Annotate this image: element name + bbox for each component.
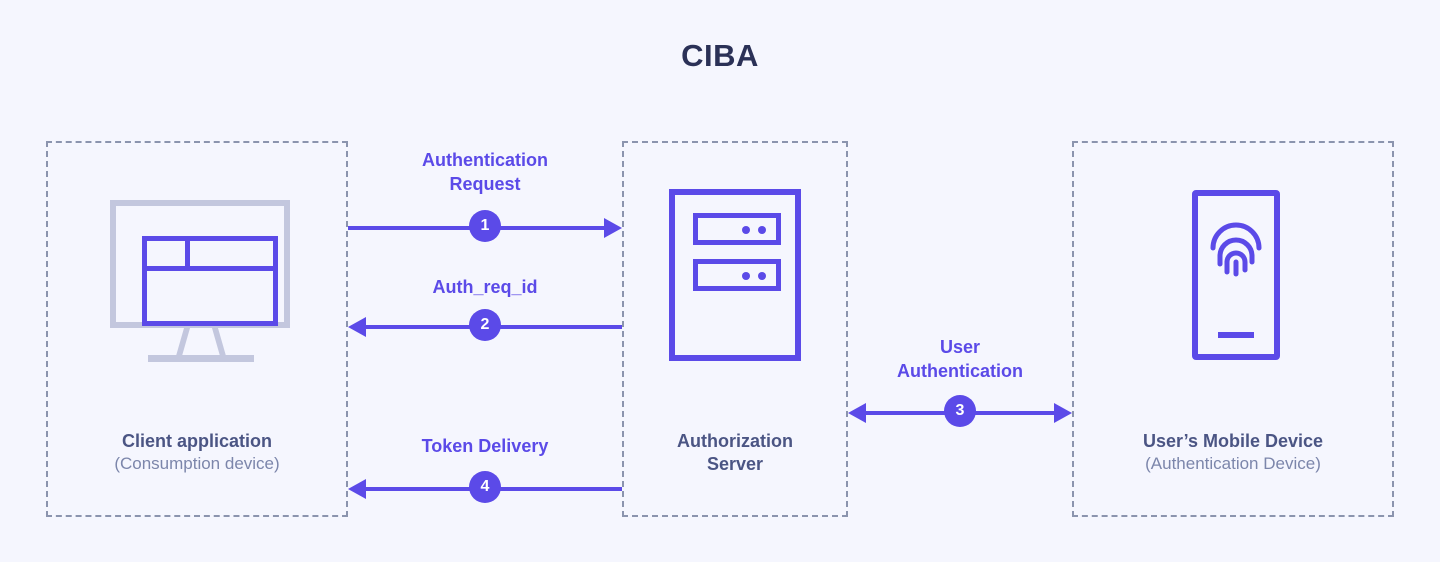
flow-label-token-delivery: Token Delivery: [421, 436, 549, 456]
monitor-screen: [142, 236, 278, 326]
server-led-icon: [758, 272, 766, 280]
page-title: CIBA: [681, 38, 759, 73]
arrowhead-right-icon: [1054, 403, 1072, 423]
step-badge-3: 3: [944, 395, 976, 427]
server-icon: [669, 189, 801, 361]
flow-label-authentication-request: Authentication Request: [422, 150, 548, 195]
fingerprint-icon: [1210, 222, 1262, 277]
arrowhead-right-icon: [604, 218, 622, 238]
zone-mobile-caption-sub: (Authentication Device): [1145, 454, 1321, 474]
arrowhead-left-icon: [348, 317, 366, 337]
server-bay-bottom: [693, 259, 781, 291]
zone-server-caption: Authorization Server: [622, 430, 848, 476]
zone-server-caption-sub: Server: [706, 454, 764, 475]
zone-user-mobile-device: [1072, 141, 1394, 517]
monitor-base: [148, 355, 254, 362]
monitor-frame: [110, 200, 290, 328]
zone-authorization-server: [622, 141, 848, 517]
mobile-home-bar: [1218, 332, 1254, 338]
monitor-screen-divider-vertical: [185, 241, 190, 266]
zone-mobile-caption: User’s Mobile Device (Authentication Dev…: [1072, 430, 1394, 475]
step-badge-2: 2: [469, 309, 501, 341]
server-led-icon: [758, 226, 766, 234]
server-bay-top: [693, 213, 781, 245]
flow-label-auth-req-id: Auth_req_id: [432, 277, 538, 297]
zone-client-caption-sub: (Consumption device): [114, 454, 280, 474]
step-badge-1: 1: [469, 210, 501, 242]
server-led-icon: [742, 272, 750, 280]
mobile-phone-icon: [1192, 190, 1280, 360]
step-badge-4: 4: [469, 471, 501, 503]
flow-label-user-authentication: User Authentication: [897, 337, 1023, 382]
zone-client-application: [46, 141, 348, 517]
arrowhead-left-icon: [348, 479, 366, 499]
monitor-screen-divider-horizontal: [147, 266, 273, 271]
zone-server-caption-main: Authorization: [677, 431, 793, 451]
arrowhead-left-icon: [848, 403, 866, 423]
zone-client-caption: Client application (Consumption device): [46, 430, 348, 475]
zone-client-caption-main: Client application: [121, 431, 272, 451]
zone-mobile-caption-main: User’s Mobile Device: [1142, 431, 1324, 451]
server-led-icon: [742, 226, 750, 234]
